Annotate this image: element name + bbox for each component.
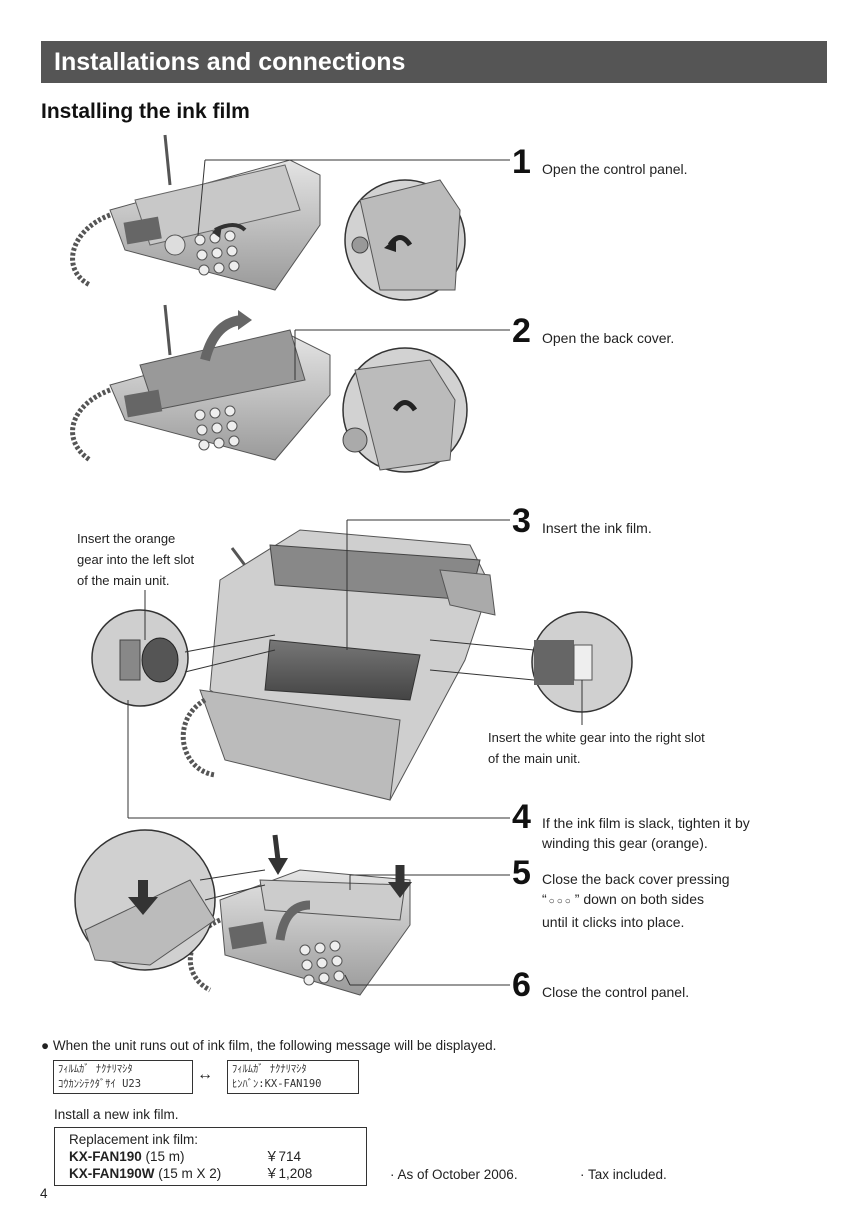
- fax-illustration-step1: [70, 134, 321, 291]
- section-banner: Installations and connections: [41, 41, 827, 83]
- lcd-display-1: ﾌｨﾙﾑｶﾞ ﾅｸﾅﾘﾏｼﾀ ｺｳｶﾝｼﾃｸﾀﾞｻｲ U23: [53, 1060, 193, 1094]
- model-name: KX-FAN190: [69, 1149, 142, 1164]
- left-gear-callout-line: of the main unit.: [77, 573, 170, 588]
- footnote-tax: · Tax included.: [580, 1167, 667, 1182]
- price-row: KX-FAN190 (15 m) ￥714: [69, 1148, 352, 1165]
- step-text-1: Open the control panel.: [542, 161, 688, 177]
- left-gear-callout: Insert the orange gear into the left slo…: [77, 528, 194, 591]
- left-gear-callout-line: gear into the left slot: [77, 552, 195, 567]
- replacement-box: Replacement ink film: KX-FAN190 (15 m) ￥…: [54, 1127, 367, 1186]
- left-gear-callout-line: Insert the orange: [77, 531, 176, 546]
- step-number-4: 4: [512, 798, 531, 836]
- lcd-line: ﾋﾝﾊﾞﾝ:KX-FAN190: [232, 1078, 322, 1090]
- step5-line2: “○○○” down on both sides: [542, 889, 730, 912]
- step5-line2-text: ” down on both sides: [574, 891, 704, 907]
- lcd-display-2: ﾌｨﾙﾑｶﾞ ﾅｸﾅﾘﾏｼﾀ ﾋﾝﾊﾞﾝ:KX-FAN190: [227, 1060, 359, 1094]
- step-text-5: Close the back cover pressing “○○○” down…: [542, 869, 730, 932]
- fax-illustration-step3: [180, 529, 496, 801]
- page-number: 4: [40, 1186, 48, 1201]
- right-gear-callout: Insert the white gear into the right slo…: [488, 727, 705, 769]
- open-quote: “: [542, 891, 547, 907]
- step-number-3: 3: [512, 502, 531, 540]
- step4-line1: If the ink film is slack, tighten it by: [542, 815, 750, 831]
- step-text-2: Open the back cover.: [542, 330, 675, 346]
- step5-line3: until it clicks into place.: [542, 914, 685, 930]
- message-note: ● When the unit runs out of ink film, th…: [41, 1038, 496, 1053]
- lcd-line: ﾌｨﾙﾑｶﾞ ﾅｸﾅﾘﾏｼﾀ: [58, 1063, 133, 1075]
- fax-illustration-step2: [70, 304, 331, 463]
- install-instruction: Install a new ink film.: [54, 1107, 179, 1122]
- lcd-line: ﾌｨﾙﾑｶﾞ ﾅｸﾅﾘﾏｼﾀ: [232, 1063, 307, 1075]
- right-gear-callout-line: of the main unit.: [488, 751, 581, 766]
- step-number-5: 5: [512, 854, 531, 892]
- step-number-2: 2: [512, 312, 531, 350]
- step-text-6: Close the control panel.: [542, 984, 690, 1000]
- bullet-icon: ●: [41, 1038, 50, 1053]
- model-price: ￥714: [265, 1149, 302, 1164]
- step5-line1: Close the back cover pressing: [542, 871, 730, 887]
- alternating-arrow-icon: ↔: [197, 1066, 213, 1083]
- step-text-4: If the ink film is slack, tighten it by …: [542, 813, 750, 853]
- footnote-date: · As of October 2006.: [390, 1167, 518, 1182]
- replacement-heading: Replacement ink film:: [69, 1132, 199, 1147]
- price-row: KX-FAN190W (15 m X 2) ￥1,208: [69, 1165, 352, 1182]
- page-title: Installing the ink film: [41, 100, 250, 123]
- model-qty: (15 m X 2): [154, 1166, 222, 1181]
- press-marks-icon: ○○○: [548, 896, 573, 907]
- step-number-6: 6: [512, 966, 531, 1004]
- model-price: ￥1,208: [265, 1166, 313, 1181]
- model-name: KX-FAN190W: [69, 1166, 155, 1181]
- right-gear-callout-line: Insert the white gear into the right slo…: [488, 730, 705, 745]
- lcd-line: ｺｳｶﾝｼﾃｸﾀﾞｻｲ U23: [58, 1078, 142, 1090]
- fax-illustration-step5: [187, 834, 412, 996]
- message-note-text: When the unit runs out of ink film, the …: [52, 1038, 497, 1053]
- model-qty: (15 m): [141, 1149, 185, 1164]
- step-number-1: 1: [512, 143, 531, 181]
- step-text-3: Insert the ink film.: [542, 520, 652, 536]
- step4-line2: winding this gear (orange).: [542, 835, 708, 851]
